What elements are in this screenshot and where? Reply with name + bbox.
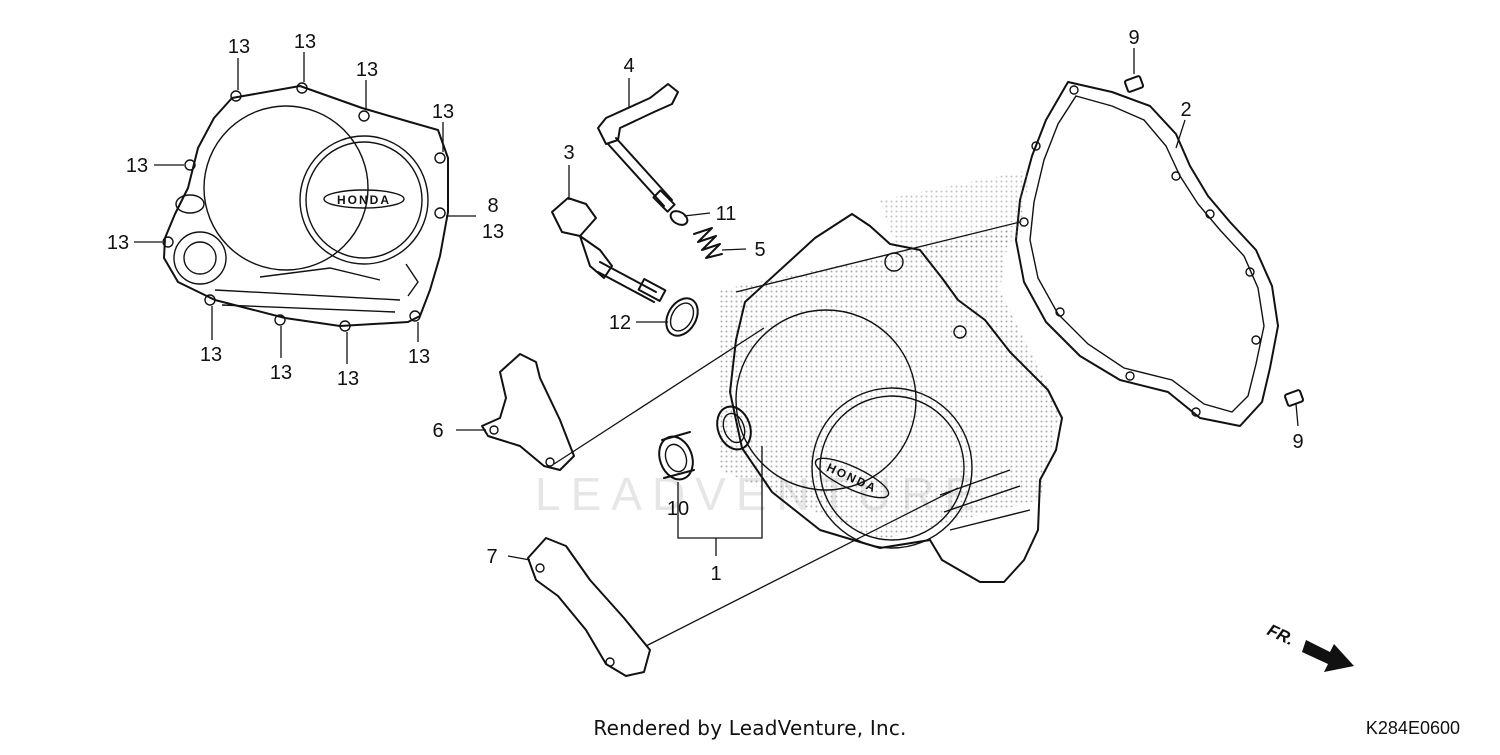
callout-13: 13 bbox=[107, 232, 129, 254]
lever-arm bbox=[597, 83, 679, 213]
cover-gasket bbox=[1015, 81, 1279, 427]
callout-9: 9 bbox=[1292, 431, 1303, 453]
outer-clutch-cover: HONDA bbox=[162, 82, 449, 332]
front-direction-indicator: FR. bbox=[1264, 620, 1354, 672]
callout-13: 13 bbox=[482, 221, 504, 243]
bracket-upper bbox=[481, 353, 575, 471]
callout-1: 1 bbox=[710, 563, 721, 585]
callout-13: 13 bbox=[356, 59, 378, 81]
rendered-by-credit: Rendered by LeadVenture, Inc. bbox=[593, 716, 907, 740]
washer bbox=[669, 210, 689, 226]
callout-labels: 13 13 13 13 13 13 8 13 13 13 13 13 4 3 1… bbox=[107, 27, 1304, 585]
o-ring bbox=[665, 297, 699, 337]
bearing bbox=[658, 431, 695, 481]
dowel-pin-top bbox=[1123, 75, 1145, 93]
callout-2: 2 bbox=[1180, 99, 1191, 121]
callout-8: 8 bbox=[487, 195, 498, 217]
callout-5: 5 bbox=[754, 239, 765, 261]
callout-4: 4 bbox=[623, 55, 634, 77]
dowel-pin-bottom bbox=[1283, 389, 1305, 407]
plate-lower bbox=[527, 537, 651, 677]
oil-dipstick bbox=[551, 197, 667, 303]
spring bbox=[693, 227, 723, 259]
diagram-code: K284E0600 bbox=[1365, 718, 1460, 738]
right-crankcase-cover: HONDA bbox=[720, 170, 1063, 583]
direction-label: FR. bbox=[1264, 620, 1297, 649]
callout-13: 13 bbox=[228, 36, 250, 58]
callout-13: 13 bbox=[408, 346, 430, 368]
callout-9: 9 bbox=[1128, 27, 1139, 49]
oil-seal-ring bbox=[716, 405, 752, 451]
callout-12: 12 bbox=[609, 312, 631, 334]
callout-13: 13 bbox=[294, 31, 316, 53]
callout-6: 6 bbox=[432, 420, 443, 442]
callout-13: 13 bbox=[270, 362, 292, 384]
callout-3: 3 bbox=[563, 142, 574, 164]
cover-logo-left: HONDA bbox=[337, 193, 391, 207]
callout-7: 7 bbox=[486, 546, 497, 568]
callout-11: 11 bbox=[716, 203, 737, 225]
callout-13: 13 bbox=[337, 368, 359, 390]
leader-lines bbox=[134, 48, 1299, 647]
callout-13: 13 bbox=[432, 101, 454, 123]
callout-13: 13 bbox=[126, 155, 148, 177]
callout-13: 13 bbox=[200, 344, 222, 366]
callout-10: 10 bbox=[667, 498, 689, 520]
direction-arrow-icon bbox=[1302, 640, 1354, 672]
